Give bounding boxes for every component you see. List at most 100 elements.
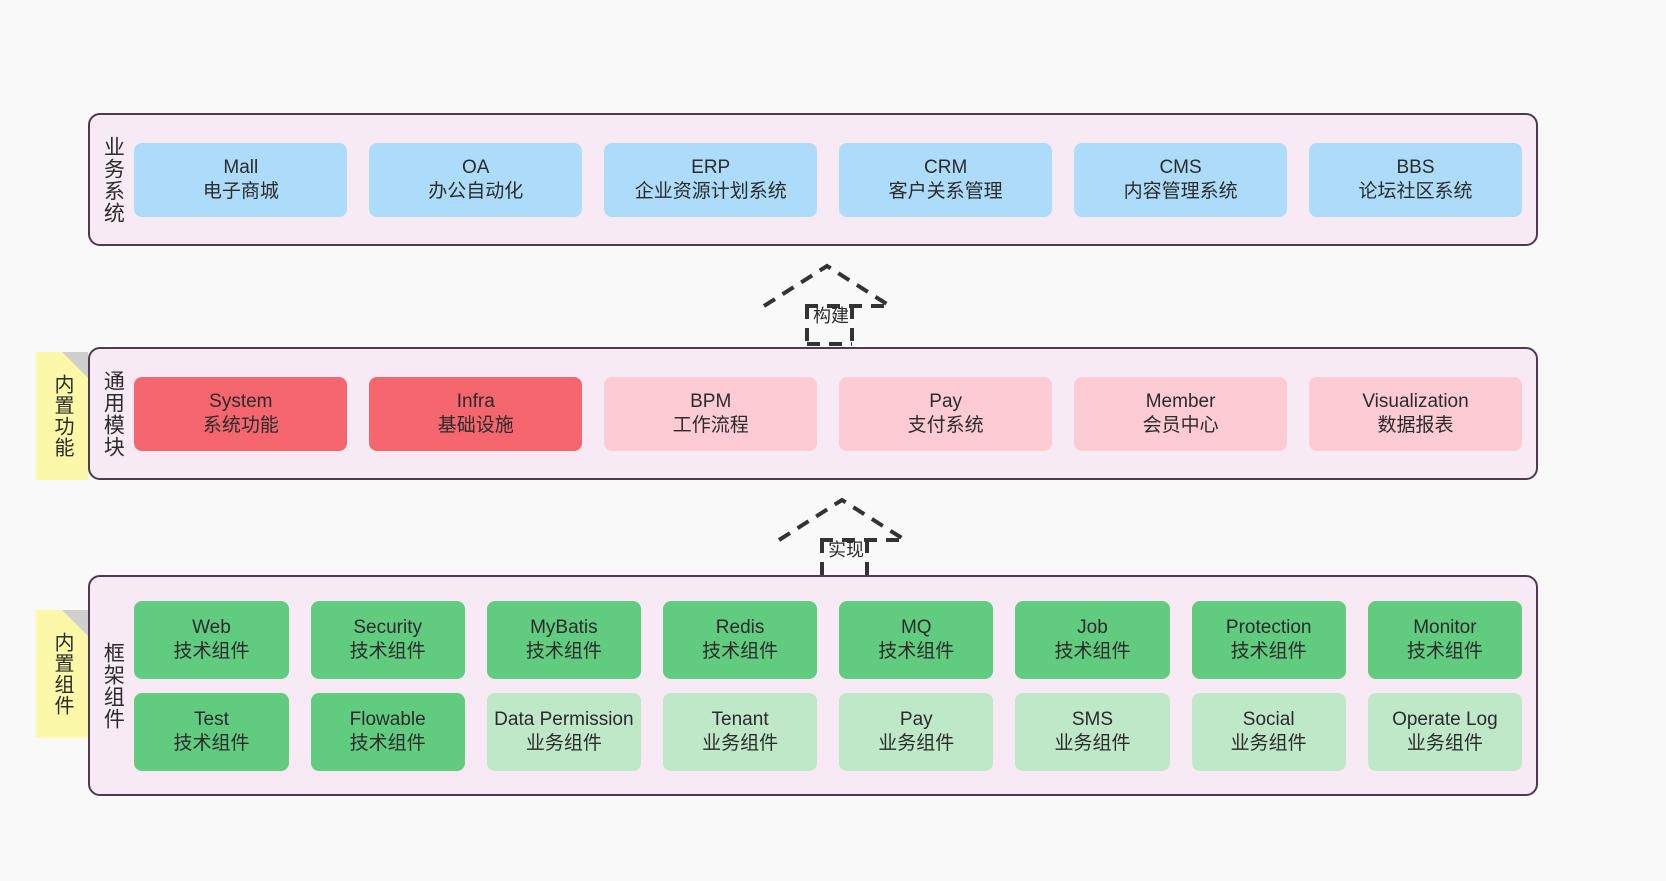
layer-framework-components[interactable]: 框架组件 Web 技术组件 Security 技术组件 MyBatis 技术组件… — [88, 575, 1538, 796]
layer-common-title: 通用模块 — [101, 369, 125, 458]
card-row: Test 技术组件 Flowable 技术组件 Data Permission … — [134, 692, 1522, 771]
card-data-permission[interactable]: Data Permission 业务组件 — [486, 692, 641, 771]
card-subtitle: 工作流程 — [672, 414, 749, 436]
card-title: Mall — [223, 157, 259, 179]
layer-common-modules[interactable]: 通用模块 System 系统功能 Infra 基础设施 BPM 工作流程 Pay… — [88, 347, 1538, 480]
connector-build: 构建 — [760, 262, 910, 346]
card-pay[interactable]: Pay 支付系统 — [839, 376, 1053, 451]
card-title: Pay — [929, 391, 963, 413]
card-visualization[interactable]: Visualization 数据报表 — [1309, 376, 1522, 451]
card-subtitle: 业务组件 — [525, 732, 602, 754]
card-infra[interactable]: Infra 基础设施 — [369, 376, 583, 451]
card-title: Test — [194, 709, 229, 731]
card-title: Security — [353, 617, 422, 639]
connector-implement-label: 实现 — [828, 540, 864, 560]
card-mq[interactable]: MQ 技术组件 — [839, 600, 994, 679]
card-title: BBS — [1396, 157, 1435, 179]
card-title: System — [209, 391, 273, 413]
card-social[interactable]: Social 业务组件 — [1191, 692, 1346, 771]
layer-business-systems[interactable]: 业务系统 Mall 电子商城 OA 办公自动化 ERP 企业资源计划系统 CRM… — [88, 113, 1538, 246]
card-subtitle: 业务组件 — [878, 732, 955, 754]
card-title: Social — [1242, 709, 1295, 731]
sticky-note-builtin-features: 内置功能 — [36, 352, 88, 480]
card-erp[interactable]: ERP 企业资源计划系统 — [604, 142, 818, 217]
card-subtitle: 技术组件 — [349, 640, 426, 662]
card-title: Flowable — [349, 709, 426, 731]
card-row: Mall 电子商城 OA 办公自动化 ERP 企业资源计划系统 CRM 客户关系… — [134, 142, 1522, 217]
layer-business-title: 业务系统 — [101, 135, 125, 224]
card-title: Pay — [899, 709, 933, 731]
sticky-fold-corner-icon — [62, 352, 88, 378]
card-row: System 系统功能 Infra 基础设施 BPM 工作流程 Pay 支付系统… — [134, 376, 1522, 451]
card-crm[interactable]: CRM 客户关系管理 — [839, 142, 1053, 217]
card-subtitle: 技术组件 — [1054, 640, 1131, 662]
sticky-fold-corner-icon — [62, 610, 88, 636]
card-system[interactable]: System 系统功能 — [134, 376, 348, 451]
card-subtitle: 数据报表 — [1377, 414, 1454, 436]
layer-framework-cards: Web 技术组件 Security 技术组件 MyBatis 技术组件 Redi… — [130, 577, 1536, 794]
layer-framework-title: 框架组件 — [101, 641, 125, 730]
connector-build-label: 构建 — [813, 306, 849, 326]
card-title: ERP — [691, 157, 731, 179]
card-title: Web — [192, 617, 231, 639]
card-subtitle: 系统功能 — [202, 414, 279, 436]
card-title: Job — [1077, 617, 1108, 639]
card-subtitle: 业务组件 — [1230, 732, 1307, 754]
card-subtitle: 业务组件 — [1054, 732, 1131, 754]
card-subtitle: 论坛社区系统 — [1358, 180, 1473, 202]
sticky-note-label: 内置功能 — [51, 374, 73, 458]
card-subtitle: 会员中心 — [1142, 414, 1219, 436]
card-bpm[interactable]: BPM 工作流程 — [604, 376, 818, 451]
card-job[interactable]: Job 技术组件 — [1015, 600, 1170, 679]
card-row: Web 技术组件 Security 技术组件 MyBatis 技术组件 Redi… — [134, 600, 1522, 679]
card-title: Tenant — [711, 709, 769, 731]
card-subtitle: 技术组件 — [1406, 640, 1483, 662]
card-subtitle: 客户关系管理 — [888, 180, 1003, 202]
card-web[interactable]: Web 技术组件 — [134, 600, 289, 679]
card-pay-business[interactable]: Pay 业务组件 — [839, 692, 994, 771]
card-title: Monitor — [1413, 617, 1477, 639]
card-title: Visualization — [1362, 391, 1469, 413]
card-title: CRM — [924, 157, 968, 179]
card-tenant[interactable]: Tenant 业务组件 — [662, 692, 818, 771]
card-bbs[interactable]: BBS 论坛社区系统 — [1309, 142, 1522, 217]
layer-common-cards: System 系统功能 Infra 基础设施 BPM 工作流程 Pay 支付系统… — [130, 349, 1536, 478]
layer-business-cards: Mall 电子商城 OA 办公自动化 ERP 企业资源计划系统 CRM 客户关系… — [130, 115, 1536, 244]
sticky-note-builtin-components: 内置组件 — [36, 610, 88, 738]
card-title: Infra — [456, 391, 495, 413]
connector-implement: 实现 — [775, 496, 925, 580]
card-subtitle: 业务组件 — [1406, 732, 1483, 754]
card-title: Member — [1145, 391, 1216, 413]
card-subtitle: 支付系统 — [907, 414, 984, 436]
card-subtitle: 技术组件 — [1230, 640, 1307, 662]
card-redis[interactable]: Redis 技术组件 — [662, 600, 818, 679]
card-subtitle: 企业资源计划系统 — [634, 180, 787, 202]
card-title: Operate Log — [1392, 709, 1498, 731]
card-title: Redis — [715, 617, 765, 639]
card-operate-log[interactable]: Operate Log 业务组件 — [1367, 692, 1522, 771]
card-title: SMS — [1071, 709, 1114, 731]
sticky-note-label: 内置组件 — [51, 632, 73, 716]
card-subtitle: 技术组件 — [878, 640, 955, 662]
card-monitor[interactable]: Monitor 技术组件 — [1367, 600, 1522, 679]
card-title: MQ — [900, 617, 932, 639]
card-security[interactable]: Security 技术组件 — [310, 600, 465, 679]
card-flowable[interactable]: Flowable 技术组件 — [310, 692, 465, 771]
card-subtitle: 技术组件 — [702, 640, 779, 662]
card-protection[interactable]: Protection 技术组件 — [1191, 600, 1346, 679]
card-subtitle: 技术组件 — [349, 732, 426, 754]
card-cms[interactable]: CMS 内容管理系统 — [1074, 142, 1288, 217]
card-sms[interactable]: SMS 业务组件 — [1015, 692, 1170, 771]
card-subtitle: 电子商城 — [202, 180, 279, 202]
connector-build-arrow-icon — [762, 263, 892, 346]
card-title: OA — [462, 157, 490, 179]
card-mall[interactable]: Mall 电子商城 — [134, 142, 348, 217]
card-oa[interactable]: OA 办公自动化 — [369, 142, 583, 217]
card-title: Data Permission — [494, 709, 634, 731]
card-mybatis[interactable]: MyBatis 技术组件 — [486, 600, 641, 679]
card-subtitle: 业务组件 — [702, 732, 779, 754]
card-member[interactable]: Member 会员中心 — [1074, 376, 1288, 451]
card-subtitle: 技术组件 — [173, 732, 250, 754]
card-test[interactable]: Test 技术组件 — [134, 692, 289, 771]
